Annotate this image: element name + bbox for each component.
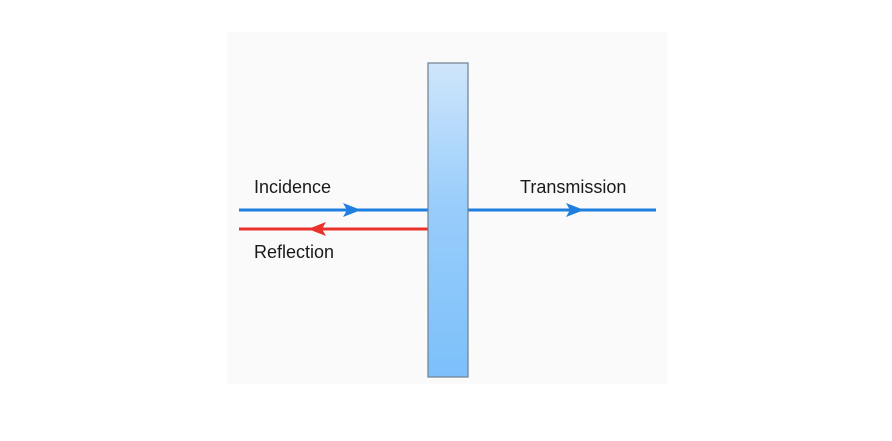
transparent-slab <box>427 62 469 378</box>
transmitted-arrow-icon <box>566 203 584 217</box>
reflection-label: Reflection <box>254 242 335 262</box>
incidence-label: Incidence <box>254 177 332 197</box>
transmission-label: Transmission <box>520 177 627 197</box>
incident-arrow-icon <box>343 203 361 217</box>
reflected-arrow-icon <box>308 222 326 236</box>
